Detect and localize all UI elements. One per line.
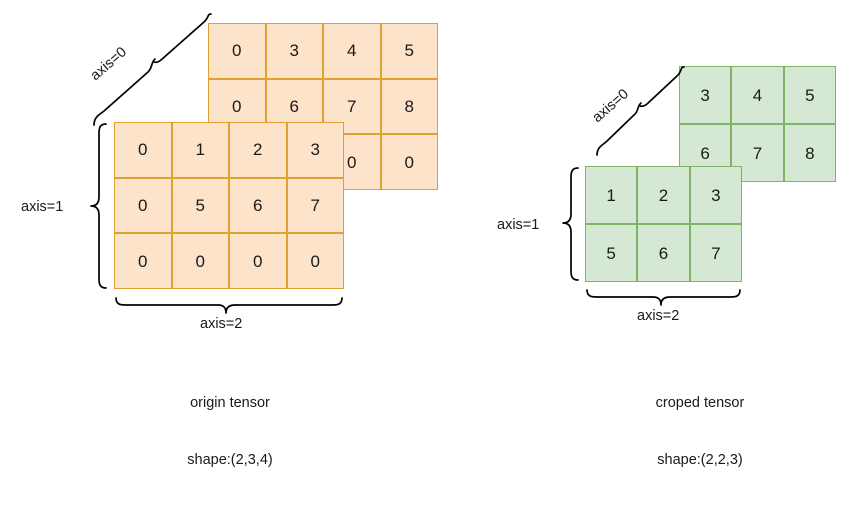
croped-caption-line1: croped tensor	[655, 395, 745, 411]
croped-tensor-caption: croped tensor shape:(2,2,3)	[600, 356, 800, 508]
origin-front-cell-r0-c1: 1	[171, 122, 229, 178]
origin-axis0-brace	[93, 13, 212, 126]
croped-front-cell-r1-c1: 6	[637, 224, 690, 282]
croped-axis2-label: axis=2	[637, 308, 680, 324]
croped-front-cell-r0-c0: 1	[585, 166, 638, 224]
origin-front-cell-r2-c1: 0	[171, 233, 229, 289]
origin-back-cell-r0-c2: 4	[323, 23, 381, 79]
croped-axis0-brace	[596, 66, 685, 156]
croped-front-cell-r0-c2: 3	[689, 166, 742, 224]
origin-front-cell-r1-c0: 0	[114, 177, 172, 234]
origin-back-cell-r0-c3: 5	[380, 23, 438, 79]
origin-tensor-caption: origin tensor shape:(2,3,4)	[130, 356, 330, 508]
croped-front-cell-r1-c0: 5	[585, 224, 638, 282]
origin-front-cell-r2-c0: 0	[114, 233, 172, 289]
origin-front-cell-r0-c3: 3	[286, 122, 344, 178]
origin-caption-line1: origin tensor	[190, 395, 270, 411]
origin-back-cell-r2-c3: 0	[380, 134, 438, 190]
croped-axis1-label: axis=1	[497, 217, 540, 233]
croped-front-cell-r0-c1: 2	[637, 166, 690, 224]
croped-back-cell-r0-c0: 3	[679, 66, 732, 124]
croped-back-cell-r1-c2: 8	[783, 124, 836, 182]
origin-caption-line2: shape:(2,3,4)	[187, 452, 273, 468]
croped-back-cell-r0-c2: 5	[783, 66, 836, 124]
origin-axis2-label: axis=2	[200, 316, 243, 332]
croped-back-cell-r0-c1: 4	[731, 66, 784, 124]
croped-axis2-brace	[586, 289, 741, 306]
origin-front-cell-r0-c2: 2	[229, 122, 287, 178]
origin-front-cell-r1-c3: 7	[286, 177, 344, 234]
origin-back-cell-r0-c0: 0	[208, 23, 266, 79]
croped-back-cell-r1-c1: 7	[731, 124, 784, 182]
origin-axis1-brace	[90, 123, 107, 289]
origin-front-cell-r0-c0: 0	[114, 122, 172, 178]
origin-axis2-brace	[115, 297, 343, 314]
origin-front-cell-r1-c1: 5	[171, 177, 229, 234]
origin-back-cell-r1-c3: 8	[380, 78, 438, 135]
croped-axis1-brace	[562, 167, 579, 281]
origin-front-cell-r2-c3: 0	[286, 233, 344, 289]
origin-front-cell-r2-c2: 0	[229, 233, 287, 289]
origin-front-cell-r1-c2: 6	[229, 177, 287, 234]
croped-caption-line2: shape:(2,2,3)	[657, 452, 743, 468]
origin-axis1-label: axis=1	[21, 199, 64, 215]
croped-front-cell-r1-c2: 7	[689, 224, 742, 282]
origin-back-cell-r0-c1: 3	[265, 23, 323, 79]
